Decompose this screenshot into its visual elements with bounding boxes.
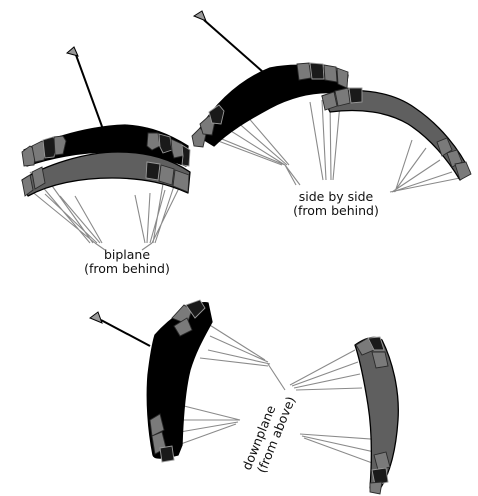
biplane-dark-canopy-cells-left <box>22 136 66 166</box>
side-by-side-grey-canopy <box>322 88 471 180</box>
side-by-side-figure: side by side (from behind) <box>192 11 471 218</box>
downplane-grey-canopy <box>355 337 398 494</box>
side-by-side-pilot-chute <box>194 11 206 21</box>
side-by-side-label: side by side <box>299 189 374 204</box>
downplane-dark-canopy <box>147 300 212 462</box>
side-by-side-sublabel: (from behind) <box>293 203 379 218</box>
biplane-sublabel: (from behind) <box>84 261 170 276</box>
downplane-pilot-chute <box>90 312 102 323</box>
downplane-figure: downplane (from above) <box>90 300 398 494</box>
side-by-side-bridle <box>204 20 263 72</box>
biplane-label: biplane <box>104 247 150 262</box>
biplane-pilot-chute <box>67 47 78 56</box>
biplane-figure: biplane (from behind) <box>22 47 190 276</box>
biplane-bridle <box>76 55 104 132</box>
downplane-bridle <box>101 320 150 346</box>
